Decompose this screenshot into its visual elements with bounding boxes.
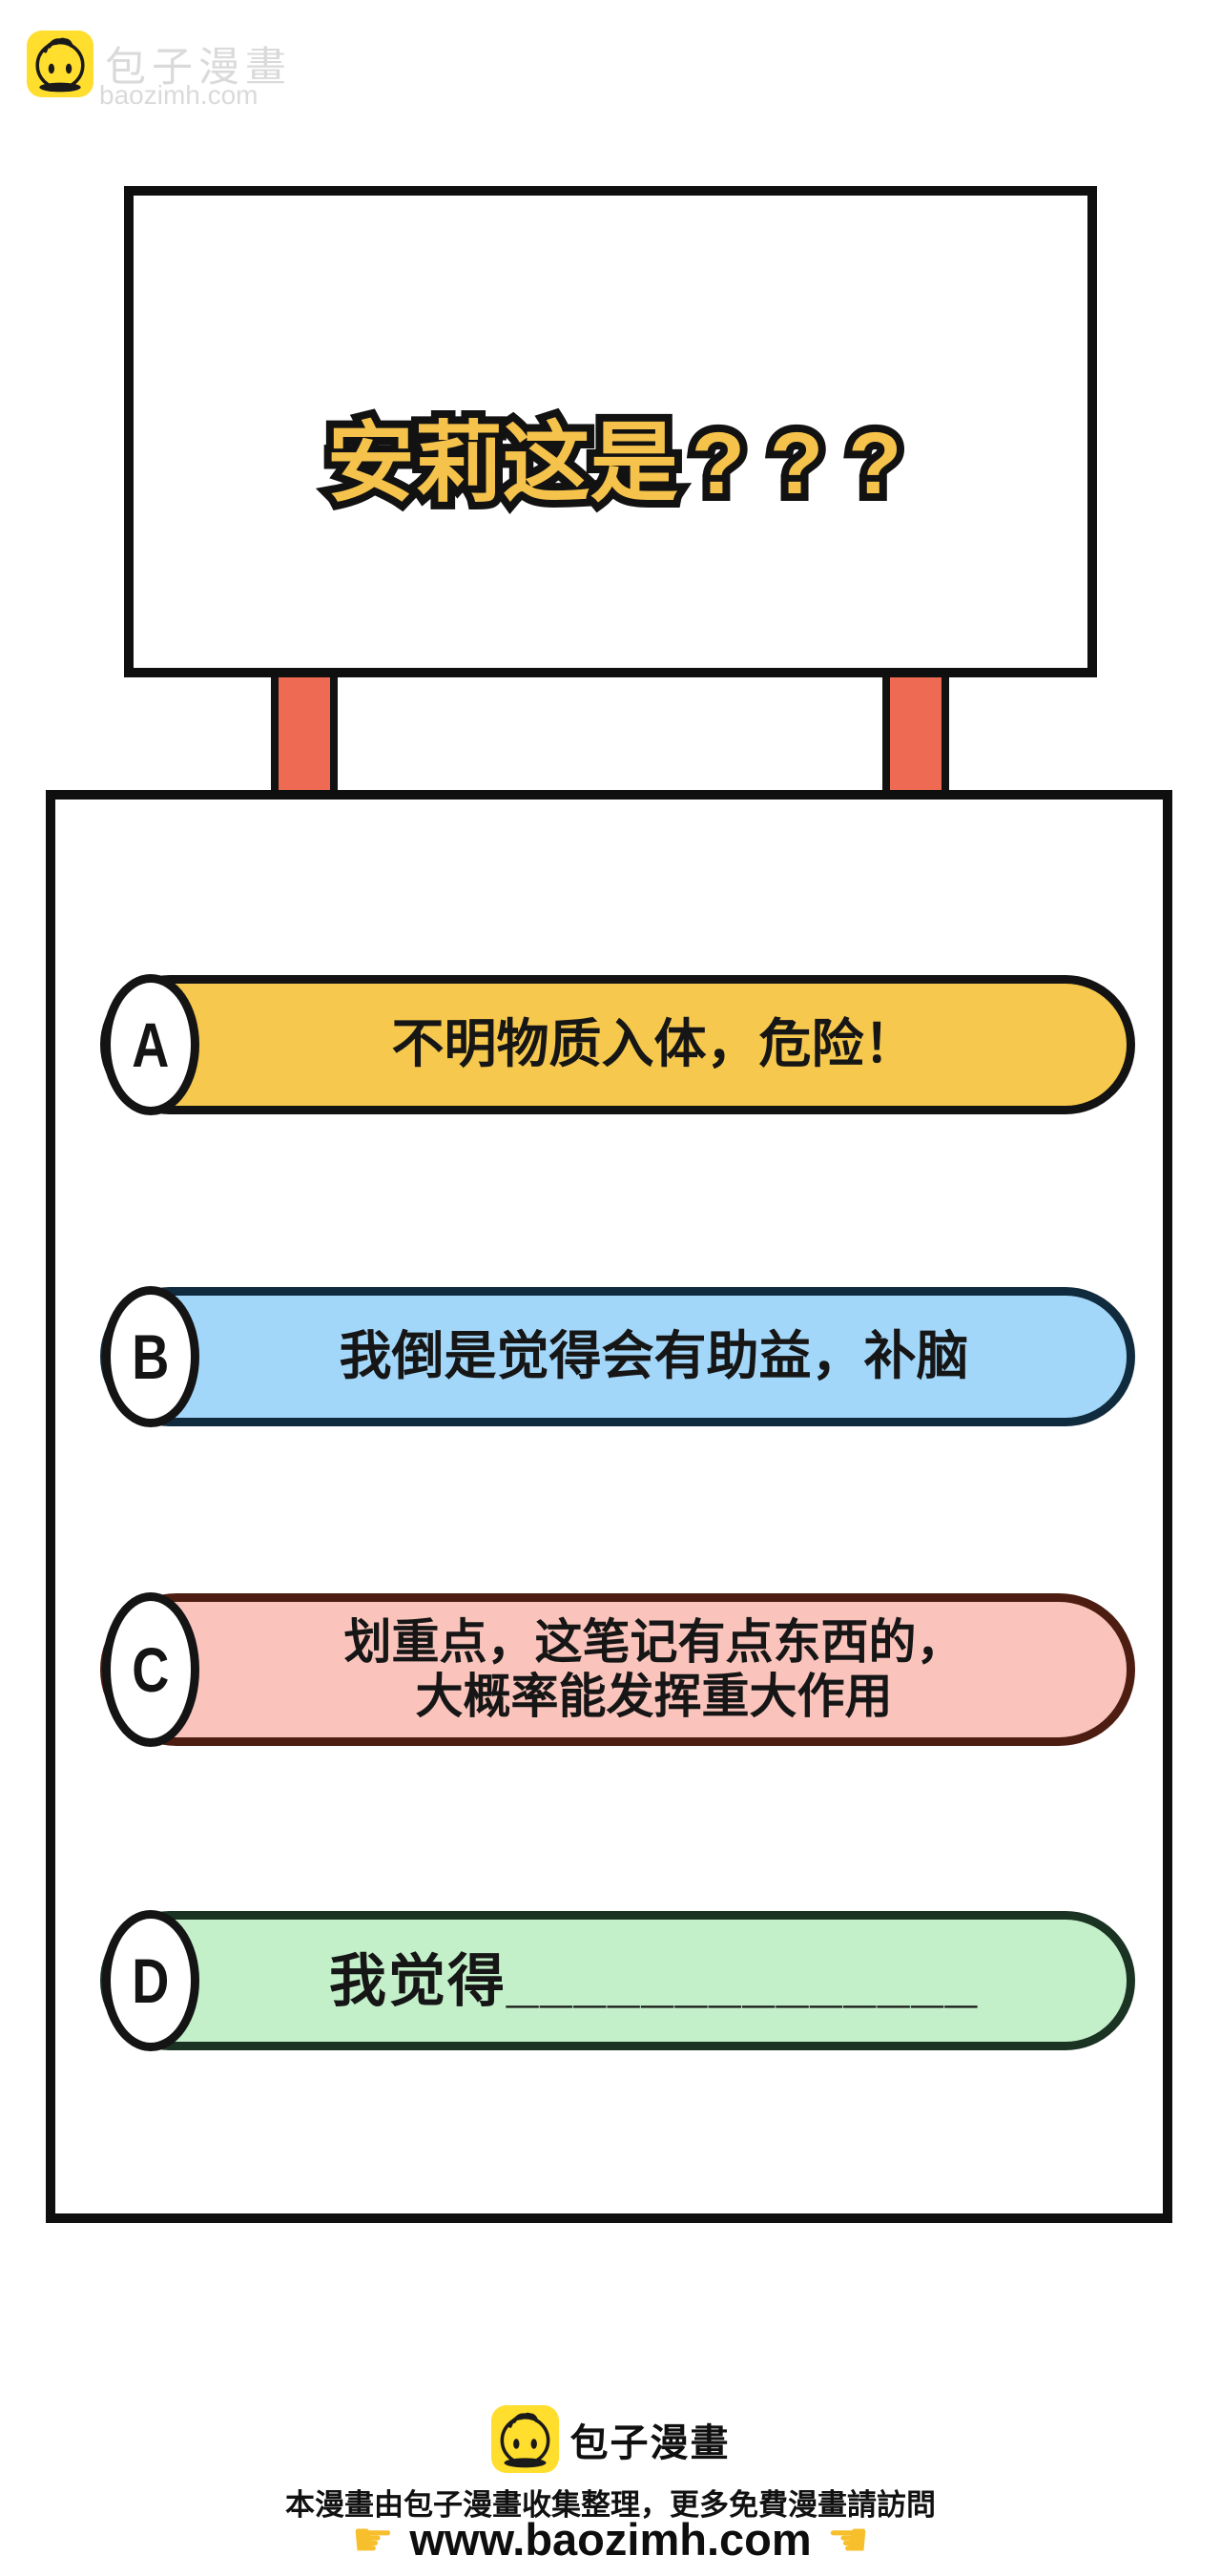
option-d-badge: D — [102, 1910, 199, 2051]
footer-brand-row: 包子漫畫 — [0, 2405, 1221, 2473]
watermark: 包子漫畫 baozimh.com — [27, 31, 427, 116]
options-box: A 不明物质入体，危险！ B 我倒是觉得会有助益，补脑 C 划重点，这笔记有点东… — [46, 790, 1172, 2223]
footer-brand-name: 包子漫畫 — [569, 2421, 731, 2464]
option-b-text: 我倒是觉得会有助益，补脑 — [339, 1326, 969, 1386]
option-d-letter: D — [132, 1945, 170, 2016]
point-left-icon: ☚ — [826, 2512, 870, 2566]
question-title: 安莉这是??? — [327, 392, 927, 519]
option-a-letter: A — [132, 1009, 170, 1080]
option-c-pill[interactable]: C 划重点，这笔记有点东西的， 大概率能发挥重大作用 — [100, 1592, 1135, 1747]
watermark-domain: baozimh.com — [99, 80, 259, 110]
footer-url[interactable]: www.baozimh.com — [409, 2514, 812, 2565]
option-d-pill[interactable]: D 我觉得______________ — [100, 1910, 1135, 2051]
option-c-text: 划重点，这笔记有点东西的， 大概率能发挥重大作用 — [343, 1614, 964, 1724]
point-right-icon: ☛ — [351, 2512, 395, 2566]
option-b-pill[interactable]: B 我倒是觉得会有助益，补脑 — [100, 1286, 1135, 1427]
option-a-badge: A — [102, 974, 199, 1115]
option-d-text: 我觉得______________ — [328, 1948, 980, 2013]
sign-post-left — [271, 670, 338, 800]
footer-baozi-logo-icon — [490, 2405, 559, 2473]
question-title-marks: ??? — [692, 414, 927, 514]
option-a-text: 不明物质入体，危险！ — [391, 1014, 917, 1074]
question-sign: 安莉这是??? — [124, 186, 1097, 677]
footer-url-row: ☛ www.baozimh.com ☚ — [0, 2513, 1221, 2566]
option-b-badge: B — [102, 1286, 199, 1427]
question-title-main: 安莉这是 — [327, 392, 678, 519]
option-b-letter: B — [132, 1321, 170, 1392]
watermark-brand: 包子漫畫 — [105, 45, 292, 91]
footer-notice: 本漫畫由包子漫畫收集整理，更多免費漫畫請訪問 — [285, 2488, 936, 2522]
option-a-pill[interactable]: A 不明物质入体，危险！ — [100, 974, 1135, 1115]
option-c-badge: C — [102, 1592, 199, 1747]
baozi-logo-icon — [27, 31, 93, 97]
option-c-letter: C — [132, 1634, 170, 1705]
sign-post-right — [882, 670, 949, 800]
